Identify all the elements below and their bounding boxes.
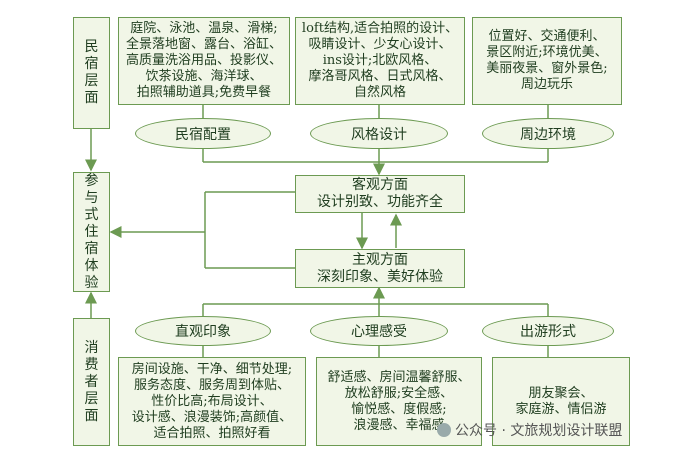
text-line: 适合拍照、拍照好看 <box>153 425 271 441</box>
text-line: 摩洛哥风格、日式风格、 <box>308 69 452 84</box>
text-line: 高质量洗浴用品、投影仪、 <box>125 53 282 68</box>
text-line: 服务态度、服务周到体贴、 <box>133 377 290 393</box>
subjective-subtitle: 深刻印象、美好体验 <box>317 268 443 285</box>
subjective-title: 主观方面 <box>352 251 408 268</box>
wechat-logo-icon <box>437 423 451 437</box>
objective-title: 客观方面 <box>352 177 408 193</box>
sidebar-char: 消 <box>84 339 99 356</box>
ellipse-intuitive-impression: 直观印象 <box>135 316 271 346</box>
ellipse-psychological-feeling: 心理感受 <box>310 316 448 346</box>
ellipse-label: 周边环境 <box>520 126 576 143</box>
sidebar-char: 者 <box>84 373 99 390</box>
text-line: 庭院、泳池、温泉、滑梯; <box>130 21 278 36</box>
text-line: 家庭游、情侣游 <box>515 401 607 417</box>
text-line: 房间设施、干净、细节处理; <box>131 361 293 377</box>
text-line: 自然风格 <box>353 85 406 100</box>
sidebar-char: 体 <box>84 257 99 274</box>
watermark: 公众号 · 文旅规划设计联盟 <box>437 420 622 440</box>
text-line: 朋友聚会、 <box>528 385 594 401</box>
ellipse-travel-form: 出游形式 <box>482 316 614 346</box>
sidebar-char: 层 <box>84 390 99 407</box>
sidebar-consumer-level: 消 费 者 层 面 <box>73 318 110 446</box>
sidebar-char: 面 <box>84 90 99 106</box>
ellipse-homestay-config: 民宿配置 <box>135 118 271 149</box>
ellipse-label: 民宿配置 <box>175 126 231 143</box>
text-line: loft结构,适合拍照的设计、 <box>301 21 459 36</box>
ellipse-label: 风格设计 <box>351 126 407 143</box>
text-line: 位置好、交通便利、 <box>488 29 606 44</box>
text-line: 饮茶设施、海洋球、 <box>145 69 263 84</box>
objective-subtitle: 设计别致、功能齐全 <box>317 194 443 210</box>
sidebar-char: 参 <box>84 172 99 189</box>
surroundings-details: 位置好、交通便利、 景区附近;环境优美、 美丽夜景、窗外景色; 周边玩乐 <box>472 17 622 105</box>
sidebar-char: 宿 <box>84 240 99 257</box>
sidebar-char: 宿 <box>84 56 99 72</box>
sidebar-char: 式 <box>84 206 99 223</box>
sidebar-char: 验 <box>84 274 99 291</box>
text-line: 吸睛设计、少女心设计、 <box>308 37 452 52</box>
objective-box: 客观方面 设计别致、功能齐全 <box>295 175 465 213</box>
psychological-feeling-details: 舒适感、房间温馨舒服、 放松舒服;安全感、 愉悦感、度假感; 浪漫感、幸福感 <box>316 357 482 446</box>
subjective-box: 主观方面 深刻印象、美好体验 <box>295 249 465 288</box>
text-line: 周边玩乐 <box>520 77 573 92</box>
ellipse-surroundings: 周边环境 <box>482 118 614 149</box>
text-line: 舒适感、房间温馨舒服、 <box>327 369 471 385</box>
sidebar-homestay-level: 民 宿 层 面 <box>73 17 110 129</box>
sidebar-char: 与 <box>84 189 99 206</box>
text-line: 设计感、浪漫装饰;高颜值、 <box>131 409 293 425</box>
style-design-details: loft结构,适合拍照的设计、 吸睛设计、少女心设计、 ins设计;北欧风格、 … <box>295 17 465 105</box>
homestay-config-details: 庭院、泳池、温泉、滑梯; 全景落地窗、露台、浴缸、 高质量洗浴用品、投影仪、 饮… <box>118 17 290 105</box>
ellipse-label: 直观印象 <box>175 324 231 340</box>
sidebar-char: 面 <box>84 407 99 424</box>
text-line: 浪漫感、幸福感 <box>353 417 445 433</box>
text-line: 性价比高;布局设计、 <box>151 393 273 409</box>
travel-form-details: 朋友聚会、 家庭游、情侣游 <box>492 357 630 446</box>
sidebar-char: 住 <box>84 223 99 240</box>
text-line: 景区附近;环境优美、 <box>486 45 608 60</box>
text-line: 全景落地窗、露台、浴缸、 <box>125 37 282 52</box>
text-line: 拍照辅助道具;免费早餐 <box>136 85 272 100</box>
sidebar-char: 民 <box>84 39 99 55</box>
intuitive-impression-details: 房间设施、干净、细节处理; 服务态度、服务周到体贴、 性价比高;布局设计、 设计… <box>118 357 306 446</box>
sidebar-participatory-experience: 参 与 式 住 宿 体 验 <box>73 172 110 292</box>
watermark-text: 公众号 · 文旅规划设计联盟 <box>455 423 623 439</box>
sidebar-char: 层 <box>84 73 99 89</box>
ellipse-label: 出游形式 <box>520 324 576 340</box>
text-line: ins设计;北欧风格、 <box>322 53 438 68</box>
sidebar-char: 费 <box>84 356 99 373</box>
text-line: 放松舒服;安全感、 <box>344 385 454 401</box>
text-line: 愉悦感、度假感; <box>351 401 447 417</box>
text-line: 美丽夜景、窗外景色; <box>486 61 608 76</box>
ellipse-label: 心理感受 <box>351 324 407 340</box>
ellipse-style-design: 风格设计 <box>310 118 448 149</box>
